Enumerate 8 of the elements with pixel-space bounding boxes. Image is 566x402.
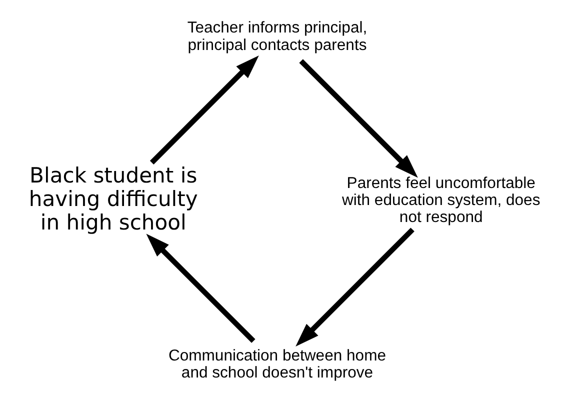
node-text: Teacher informs principal, principal contacts parents	[186, 20, 367, 54]
node-text: Communication between home and school doesn't improve	[168, 347, 386, 382]
node-text: Black student is having difficulty in high school	[28, 162, 198, 235]
arrow	[146, 234, 255, 343]
arrow	[298, 59, 418, 178]
arrow	[295, 228, 414, 347]
node-text: Parents feel uncomfortable with education system, does not respond	[341, 174, 540, 226]
arrow	[149, 55, 258, 164]
